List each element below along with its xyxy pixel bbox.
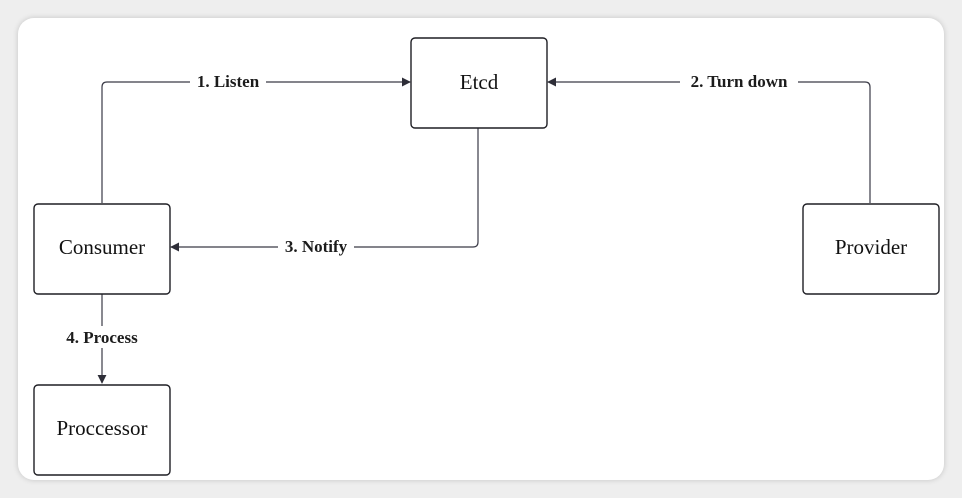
node-processor[interactable]: Proccessor bbox=[33, 384, 171, 476]
edge-listen[interactable]: 1. Listen bbox=[101, 70, 411, 203]
edge-label-listen: 1. Listen bbox=[197, 72, 260, 91]
edge-turn-down[interactable]: 2. Turn down bbox=[547, 70, 871, 203]
node-label-processor: Proccessor bbox=[57, 416, 148, 440]
node-label-provider: Provider bbox=[835, 235, 907, 259]
node-provider[interactable]: Provider bbox=[802, 203, 940, 295]
node-etcd[interactable]: Etcd bbox=[410, 37, 548, 129]
edge-label-process: 4. Process bbox=[66, 328, 138, 347]
node-label-consumer: Consumer bbox=[59, 235, 145, 259]
node-consumer[interactable]: Consumer bbox=[33, 203, 171, 295]
edge-label-notify: 3. Notify bbox=[285, 237, 348, 256]
edge-label-turn-down: 2. Turn down bbox=[691, 72, 788, 91]
node-label-etcd: Etcd bbox=[460, 70, 499, 94]
edge-process[interactable]: 4. Process bbox=[56, 294, 148, 384]
edge-notify[interactable]: 3. Notify bbox=[170, 128, 479, 257]
